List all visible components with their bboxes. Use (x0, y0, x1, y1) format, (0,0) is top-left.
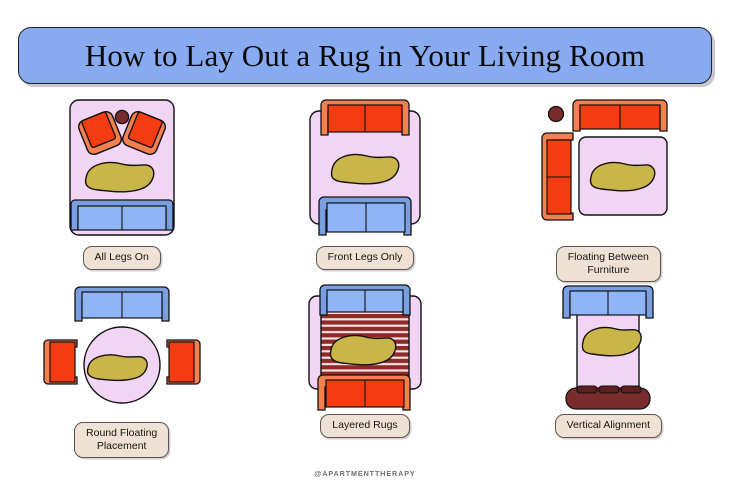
diagram-card-front-legs-only: Front Legs Only (243, 94, 486, 282)
sofa-blue-top (74, 286, 170, 322)
diagram-card-round-floating: Round Floating Placement (0, 282, 243, 464)
diagram-front-legs-only (309, 99, 421, 236)
sofa-blue-top (319, 284, 411, 316)
sofa-red-bottom (317, 374, 411, 411)
diagram-label-layered-rugs: Layered Rugs (320, 414, 410, 438)
diagram-layered-rugs (308, 284, 422, 411)
footer-credit: @APARTMENTTHERAPY (314, 469, 416, 478)
diagram-label-front-legs-only: Front Legs Only (315, 246, 415, 270)
armchair-right (166, 339, 201, 385)
sofa-red-top (320, 99, 410, 136)
armchair-left (43, 339, 78, 385)
media-console-maroon (565, 385, 651, 410)
side-table-round (114, 109, 129, 125)
diagram-grid: All Legs On Front (0, 94, 730, 464)
diagram-card-layered-rugs: Layered Rugs (243, 282, 486, 464)
coffee-table-kidney (84, 161, 155, 193)
coffee-table-kidney (582, 326, 643, 357)
diagram-label-all-legs-on: All Legs On (82, 246, 161, 270)
coffee-table-kidney (330, 153, 400, 185)
diagram-all-legs-on (68, 99, 175, 236)
diagram-label-vertical-alignment: Vertical Alignment (554, 414, 663, 438)
armchair-left (77, 110, 122, 156)
sofa-red-top (572, 99, 668, 132)
armchair-right (121, 110, 166, 156)
diagram-card-floating-between: Floating Between Furniture (487, 94, 730, 282)
coffee-table-kidney (329, 334, 397, 366)
sofa-red-left-vertical (541, 132, 574, 221)
page-title: How to Lay Out a Rug in Your Living Room (84, 37, 646, 73)
coffee-table-kidney (86, 354, 148, 382)
diagram-round-floating-placement (43, 286, 201, 404)
coffee-table-kidney (590, 161, 656, 192)
sofa-blue-bottom (318, 196, 412, 236)
page-title-bar: How to Lay Out a Rug in Your Living Room (18, 27, 712, 84)
diagram-vertical-alignment (562, 285, 654, 410)
diagram-card-all-legs-on: All Legs On (0, 94, 243, 282)
diagram-floating-between-furniture (541, 99, 669, 221)
sofa-blue-top (562, 285, 654, 319)
diagram-label-round-floating: Round Floating Placement (74, 422, 170, 458)
sofa-blue (70, 199, 174, 231)
side-table-round (548, 105, 565, 123)
diagram-label-floating-between: Floating Between Furniture (555, 246, 661, 282)
diagram-card-vertical-alignment: Vertical Alignment (487, 282, 730, 464)
